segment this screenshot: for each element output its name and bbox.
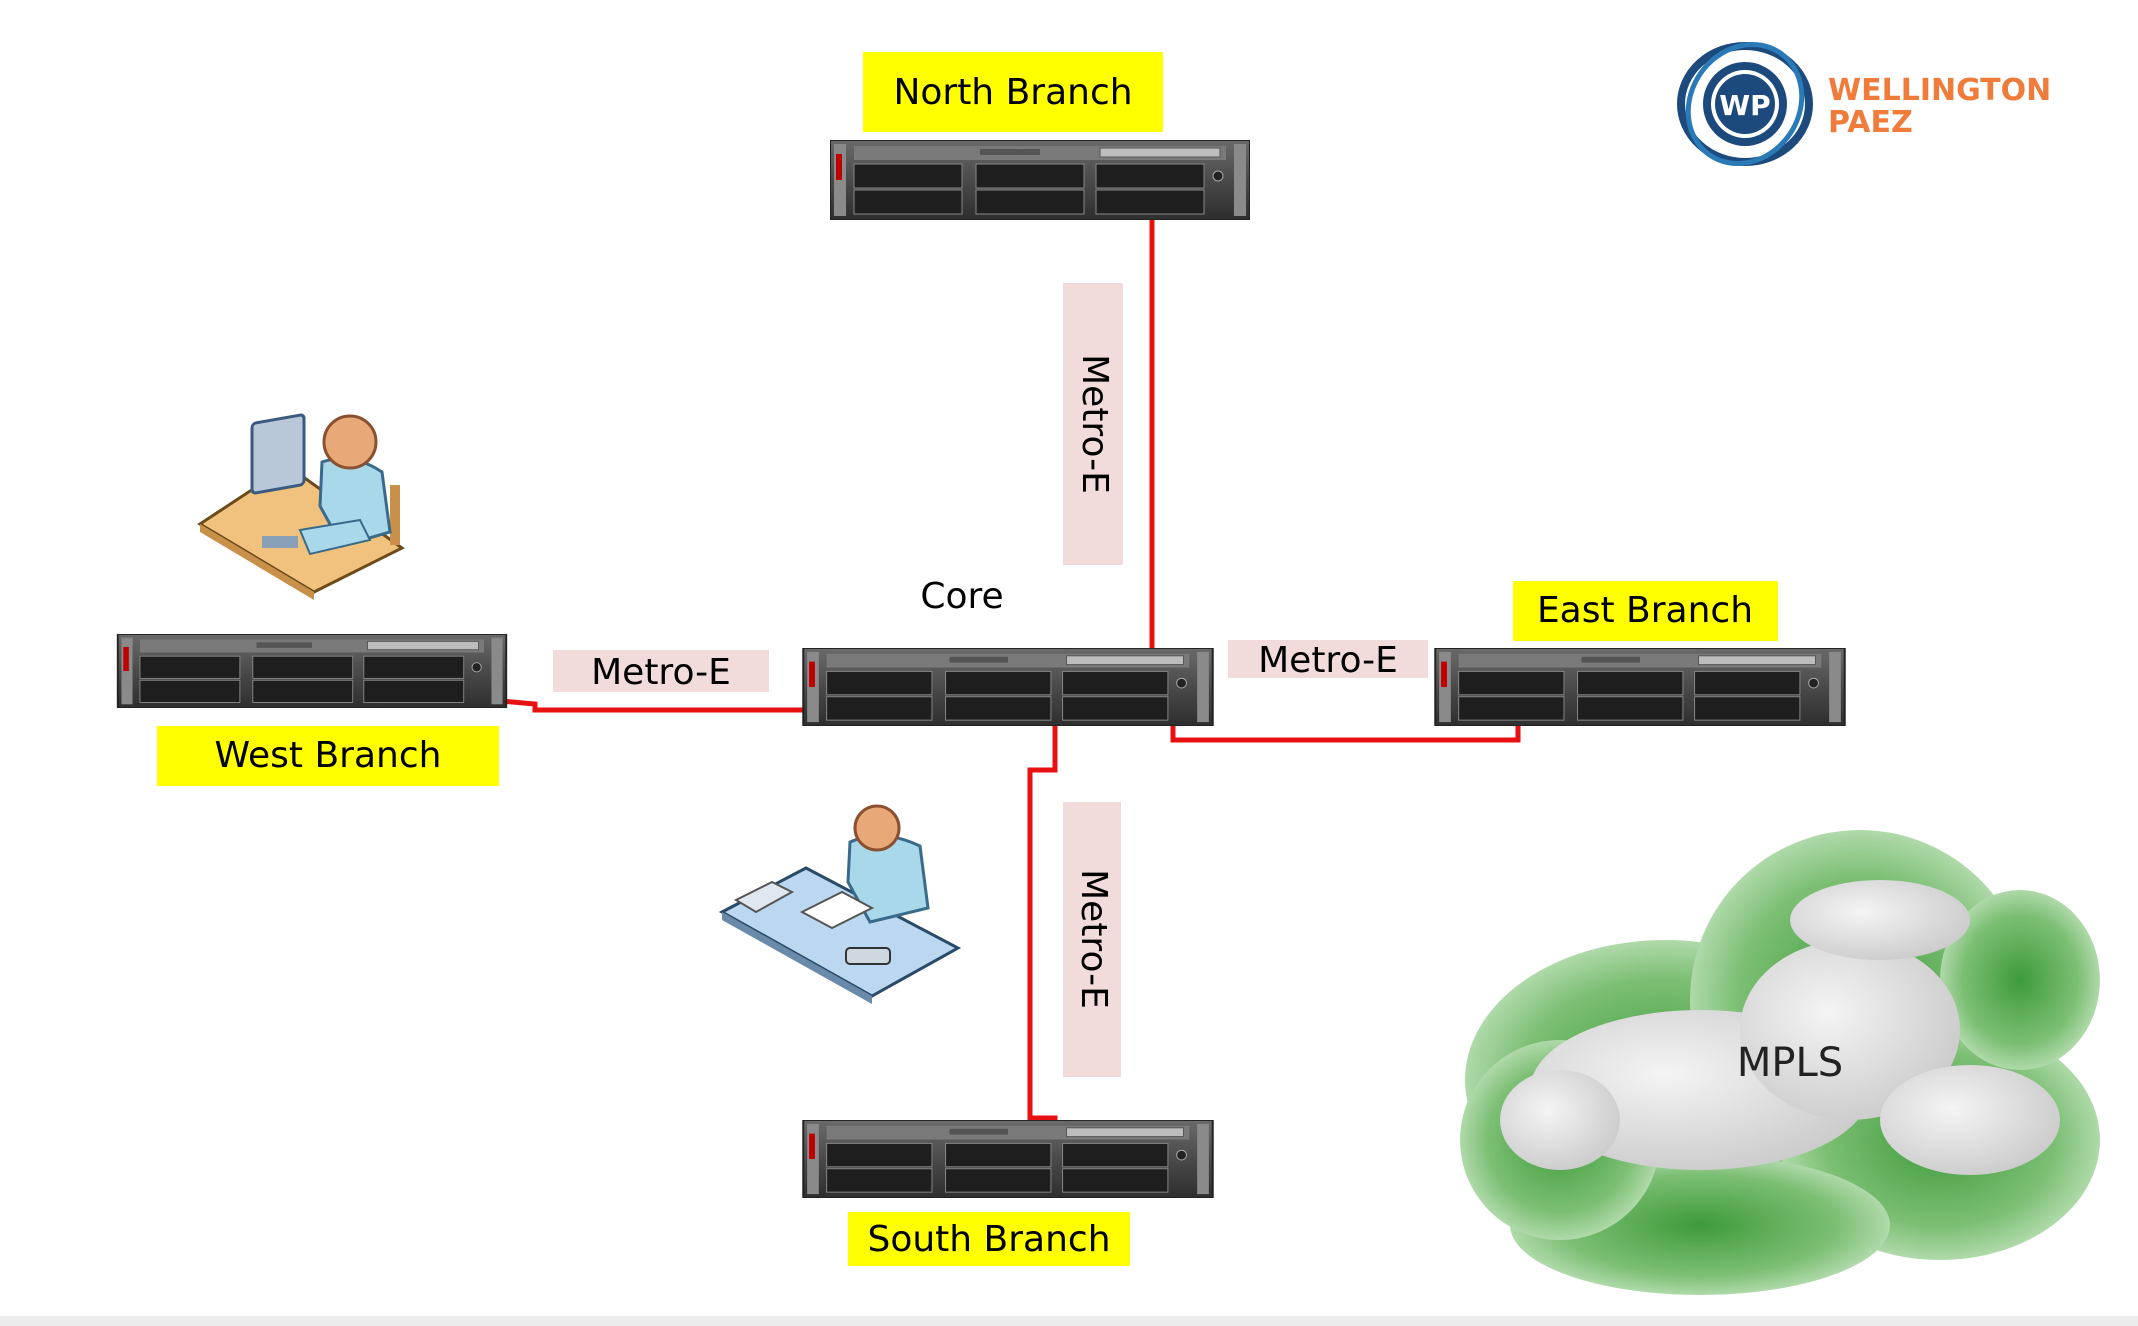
- bottom-bar: [0, 1316, 2138, 1326]
- svg-text:PAEZ: PAEZ: [1828, 105, 1913, 140]
- server-east: [1434, 648, 1846, 726]
- svg-text:North Branch: North Branch: [893, 72, 1132, 113]
- core-label: Core: [920, 576, 1003, 617]
- svg-text:West Branch: West Branch: [215, 735, 442, 776]
- link-label-core-south: Metro-E: [1063, 802, 1121, 1077]
- west-branch-label: West Branch: [157, 726, 499, 786]
- link-west-core: [489, 689, 835, 713]
- cloud-inner: [1500, 880, 2060, 1175]
- svg-text:East Branch: East Branch: [1537, 590, 1753, 631]
- server-west: [116, 634, 508, 708]
- person-at-desk-icon: [718, 804, 962, 1004]
- mpls-label: MPLS: [1737, 1040, 1843, 1086]
- svg-text:Metro-E: Metro-E: [591, 652, 731, 693]
- south-branch-label: South Branch: [848, 1212, 1130, 1266]
- server-north: [830, 140, 1250, 220]
- svg-text:South Branch: South Branch: [867, 1219, 1110, 1260]
- link-label-core-east: Metro-E: [1228, 640, 1428, 681]
- server-core: [802, 648, 1214, 726]
- server-south: [802, 1120, 1214, 1198]
- link-label-west-core: Metro-E: [553, 650, 769, 693]
- svg-text:Metro-E: Metro-E: [1073, 869, 1114, 1009]
- east-branch-label: East Branch: [1513, 581, 1778, 641]
- svg-text:Metro-E: Metro-E: [1074, 354, 1115, 494]
- mpls-cloud: MPLS: [1460, 830, 2100, 1295]
- north-branch-label: North Branch: [863, 52, 1163, 132]
- link-label-north-core: Metro-E: [1063, 283, 1123, 565]
- svg-text:WELLINGTON: WELLINGTON: [1828, 73, 2051, 108]
- svg-text:WP: WP: [1719, 89, 1770, 122]
- link-core-south: [1027, 715, 1058, 1165]
- wellington-paez-logo: WP WELLINGTON PAEZ: [1677, 42, 2051, 166]
- svg-text:Metro-E: Metro-E: [1258, 640, 1398, 681]
- person-at-computer-icon: [197, 413, 405, 600]
